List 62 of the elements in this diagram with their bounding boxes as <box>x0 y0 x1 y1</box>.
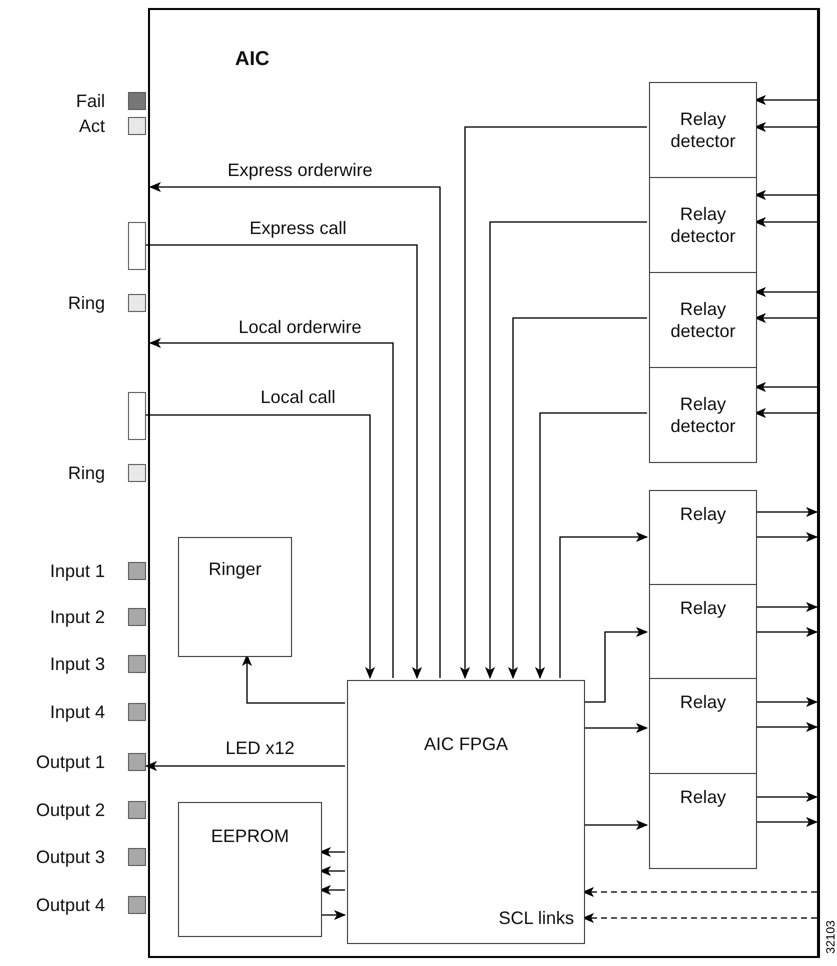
indicator-label: Input 1 <box>50 560 105 582</box>
block-label: Relay detector <box>669 298 737 342</box>
arrow <box>145 761 345 771</box>
indicator-label: Output 3 <box>36 846 105 868</box>
card-title: AIC <box>235 48 270 70</box>
block-label: Relay detector <box>669 393 737 437</box>
arrow <box>583 627 648 703</box>
relay-detector-block <box>649 272 757 368</box>
arrow <box>583 820 648 830</box>
indicator-label: Output 2 <box>36 799 105 821</box>
arrow <box>149 338 394 678</box>
block-label: Ringer <box>207 558 263 580</box>
block-label: AIC FPGA <box>422 733 509 755</box>
relay-detector-block <box>649 177 757 273</box>
block-label: Relay <box>678 786 728 808</box>
connector-port <box>128 392 146 440</box>
connector-port <box>128 222 146 270</box>
arrow <box>583 723 648 733</box>
indicator-label: Fail <box>76 90 105 112</box>
block-label: Relay <box>678 503 728 525</box>
eeprom-block <box>178 802 322 937</box>
arrow <box>755 602 818 612</box>
block-label: Relay detector <box>669 203 737 247</box>
block-label: EEPROM <box>210 825 290 847</box>
indicator-label: Input 3 <box>50 653 105 675</box>
ringer-block <box>178 537 292 657</box>
arrow <box>508 317 647 679</box>
relay-detector-block <box>649 82 757 178</box>
relay-block <box>649 490 757 585</box>
block-label: Relay <box>678 597 728 619</box>
indicator-label: Ring <box>68 462 105 484</box>
relay-block <box>649 678 757 774</box>
indicator-label: Input 2 <box>50 606 105 628</box>
arrow <box>755 722 818 732</box>
arrow <box>755 697 818 707</box>
port-label: SCL links <box>498 907 574 929</box>
arrow <box>146 414 375 679</box>
fpga-block <box>347 680 585 944</box>
arrow <box>559 532 648 678</box>
arrow <box>146 244 422 679</box>
arrow <box>485 221 647 679</box>
indicator-label: Output 1 <box>36 751 105 773</box>
relay-block <box>649 584 757 679</box>
arrow <box>535 412 647 679</box>
arrow <box>320 910 346 920</box>
indicator-label: Ring <box>68 292 105 314</box>
indicator-label: Input 4 <box>50 701 105 723</box>
arrow <box>755 817 818 827</box>
figure-number: 32103 <box>824 920 837 954</box>
arrow <box>755 792 818 802</box>
circuit-card <box>148 8 820 958</box>
indicator-label: Output 4 <box>36 894 105 916</box>
indicator-label: Act <box>78 115 105 137</box>
arrow <box>755 507 818 517</box>
block-label: Relay <box>678 691 728 713</box>
relay-detector-block <box>649 367 757 463</box>
relay-block <box>649 773 757 869</box>
block-label: Relay detector <box>669 108 737 152</box>
arrow <box>755 627 818 637</box>
arrow <box>149 182 441 678</box>
arrow <box>460 126 647 679</box>
arrow <box>755 532 818 542</box>
